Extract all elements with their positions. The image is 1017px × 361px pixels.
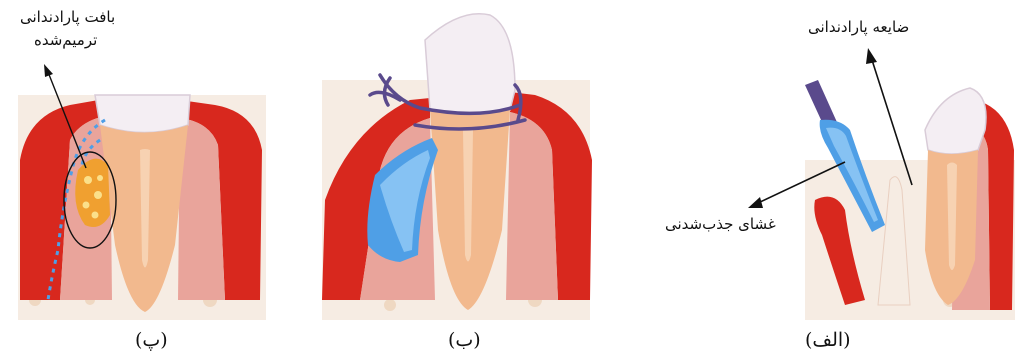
membrane-arrow-head: [748, 197, 763, 208]
tooth-crown: [425, 14, 515, 115]
panel-regenerated: بافت پارادندانی ترمیم‌شده (پ): [0, 0, 300, 361]
arrow-head: [44, 64, 53, 77]
tooth-crown: [925, 88, 986, 154]
caption-b: (ب): [448, 329, 481, 351]
regenerated-label-line1: بافت پارادندانی: [20, 8, 115, 26]
sutured-membrane-illustration: [320, 0, 610, 325]
caption-alef: (الف): [805, 329, 851, 351]
regenerated-label-line2: ترمیم‌شده: [34, 31, 97, 49]
tooth-crown: [95, 95, 190, 133]
panel-defect: ضایعه پارادندانی غشای جذب‌شدنی (الف): [640, 0, 1017, 361]
defect-arrow-head: [866, 48, 877, 64]
panel-membrane-sutured: (ب): [320, 0, 610, 361]
defect-illustration: [640, 0, 1017, 325]
caption-p: (پ): [135, 329, 168, 351]
membrane-label: غشای جذب‌شدنی: [665, 215, 776, 233]
defect-label: ضایعه پارادندانی: [808, 18, 909, 36]
